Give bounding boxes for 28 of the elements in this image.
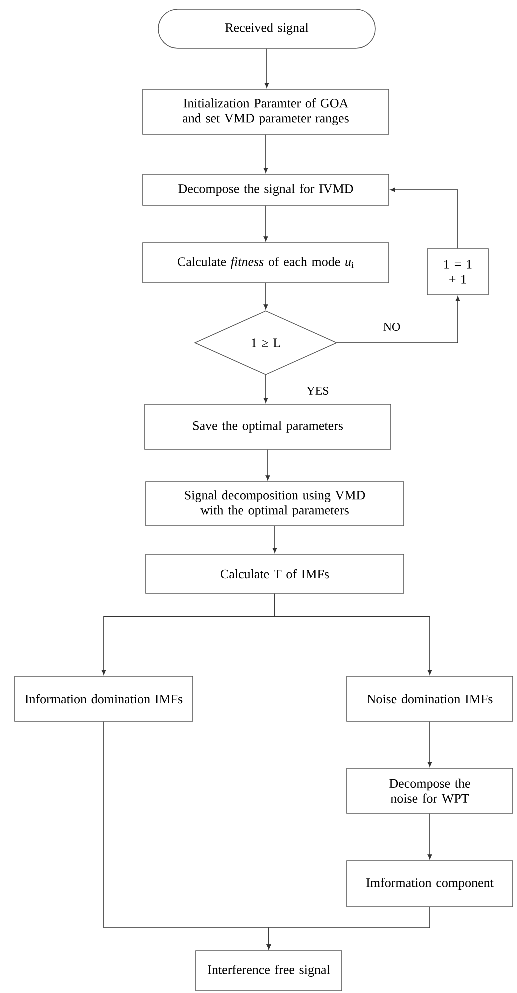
arrow [264, 134, 268, 173]
arrow [428, 722, 432, 768]
edge-label: NO [382, 322, 402, 332]
process-box: Noise domination IMFs [346, 676, 514, 722]
arrow [337, 296, 460, 344]
terminal-box: Received signal [158, 9, 376, 49]
arrow [266, 907, 430, 950]
arrow [266, 450, 270, 480]
arrow [264, 375, 268, 403]
process-box: Save the optimal parameters [144, 404, 392, 450]
arrow [274, 594, 432, 676]
arrow [272, 526, 278, 553]
process-box: 1 = 1 + 1 [427, 248, 489, 296]
process-box: Imformation component [346, 860, 514, 908]
process-box: Signal decomposition using VMD with the optimal parameters [146, 482, 404, 526]
arrow [264, 206, 268, 242]
process-box: Interference free signal [196, 950, 342, 992]
process-box: Calculate T of IMFs [146, 554, 404, 594]
arrow [390, 188, 458, 249]
arrow [264, 48, 270, 88]
process-box: Calculate fitness of each mode u$_{i}$ [142, 242, 390, 284]
process-box: Initialization Paramter of GOA and set VMD parameter ranges [142, 89, 390, 135]
process-box: Information domination IMFs [14, 676, 194, 722]
arrow [264, 283, 268, 310]
process-box: Decompose the noise for WPT [346, 768, 514, 814]
process-box: Decompose the signal for IVMD [142, 174, 390, 206]
edge-label: YES [306, 386, 330, 396]
arrow [428, 814, 432, 860]
